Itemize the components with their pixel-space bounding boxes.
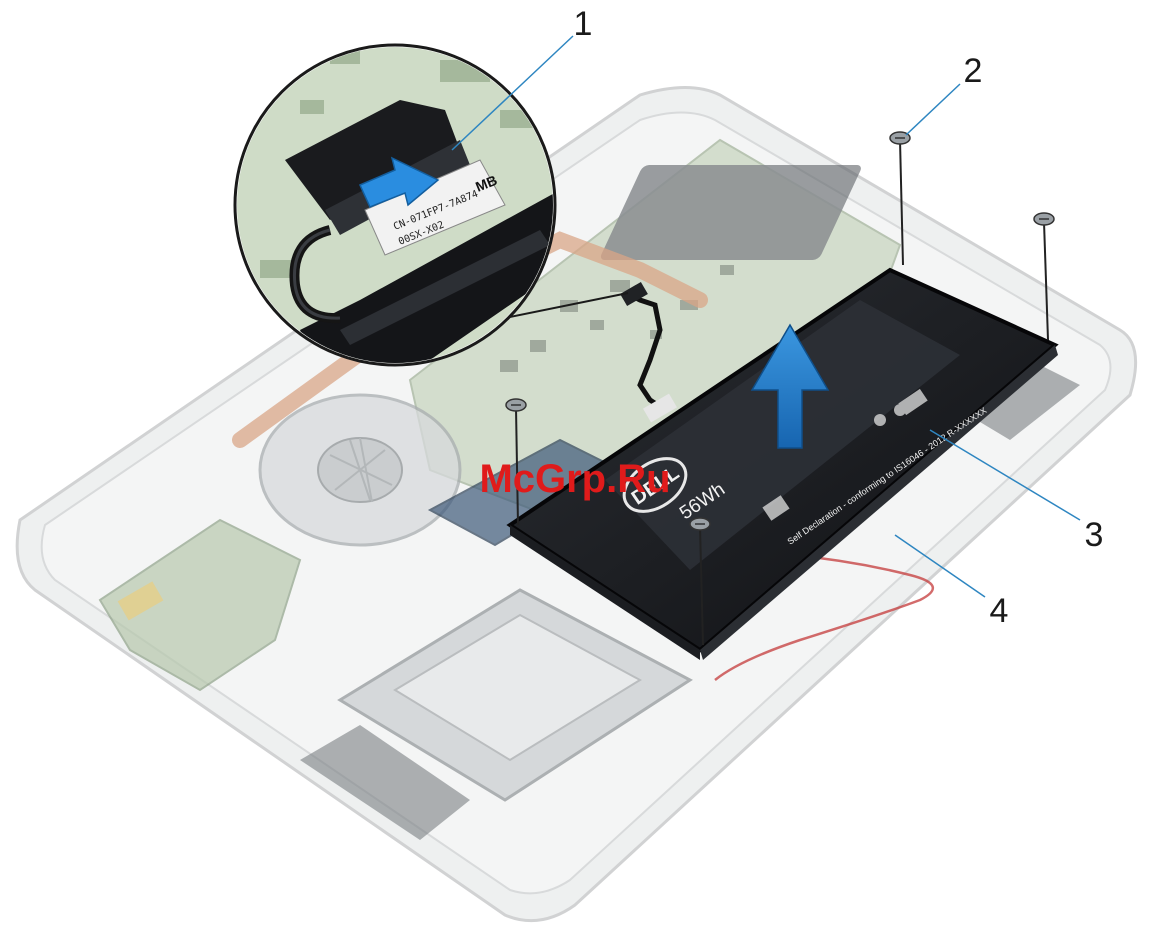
cooling-fan [260,395,460,545]
callout-4: 4 [990,592,1009,630]
callout-3: 3 [1085,516,1104,554]
callout-2: 2 [964,52,983,90]
callout-1: 1 [574,5,593,43]
watermark-text: McGrp.Ru [479,457,670,501]
callout-line-2 [906,84,960,135]
